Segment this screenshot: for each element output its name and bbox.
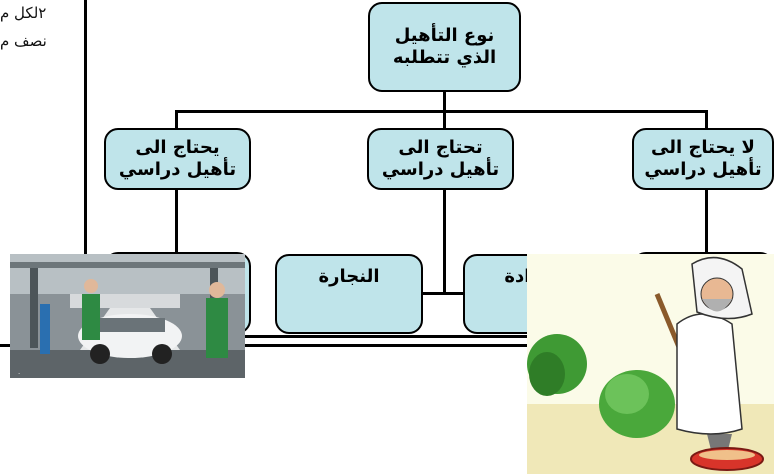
branch-left-line-2: تأهيل دراسي [118,159,237,180]
leaf-node-carpentry: النجارة [275,254,423,334]
connector-to-right [705,110,708,128]
branch-middle-line-1: تحتاج الى [398,136,483,158]
connector-to-middle [443,110,446,128]
branch-left-line-1: يحتاج الى [135,136,220,158]
connector-right-down [705,190,708,252]
root-node-line-1: نوع التأهيل [394,24,495,46]
connector-to-left [175,110,178,128]
corner-text-line-2: نصف م [0,32,47,50]
branch-middle-line-2: تأهيل دراسي [381,159,500,180]
car-factory-photo: . [10,254,245,378]
farmer-illustration [527,254,774,474]
farmer-digging-cartoon [527,254,774,474]
connector-root-down [443,92,446,112]
connector-middle-down [443,190,446,295]
branch-node-left: يحتاج الى تأهيل دراسي [104,128,251,190]
car-factory-illustration: . [10,254,245,378]
connector-left-down [175,190,178,252]
corner-text-line-1: ٢لكل م [0,4,47,22]
bottom-rule-2 [0,344,640,347]
root-node-line-2: الذي تتطلبه [392,47,497,68]
branch-node-right: لا يحتاج الى تأهيل دراسي [632,128,774,190]
branch-node-middle: تحتاج الى تأهيل دراسي [367,128,514,190]
svg-text:.: . [18,368,20,376]
left-vertical-line [84,0,87,340]
connector-horizontal-bottom [390,292,466,295]
branch-right-line-2: تأهيل دراسي [644,159,762,180]
connector-horizontal-top [175,110,708,113]
branch-right-line-1: لا يحتاج الى [651,136,755,158]
bottom-rule-1 [84,335,624,338]
root-node: نوع التأهيل الذي تتطلبه [368,2,521,92]
leaf-carpentry-label: النجارة [318,266,380,287]
